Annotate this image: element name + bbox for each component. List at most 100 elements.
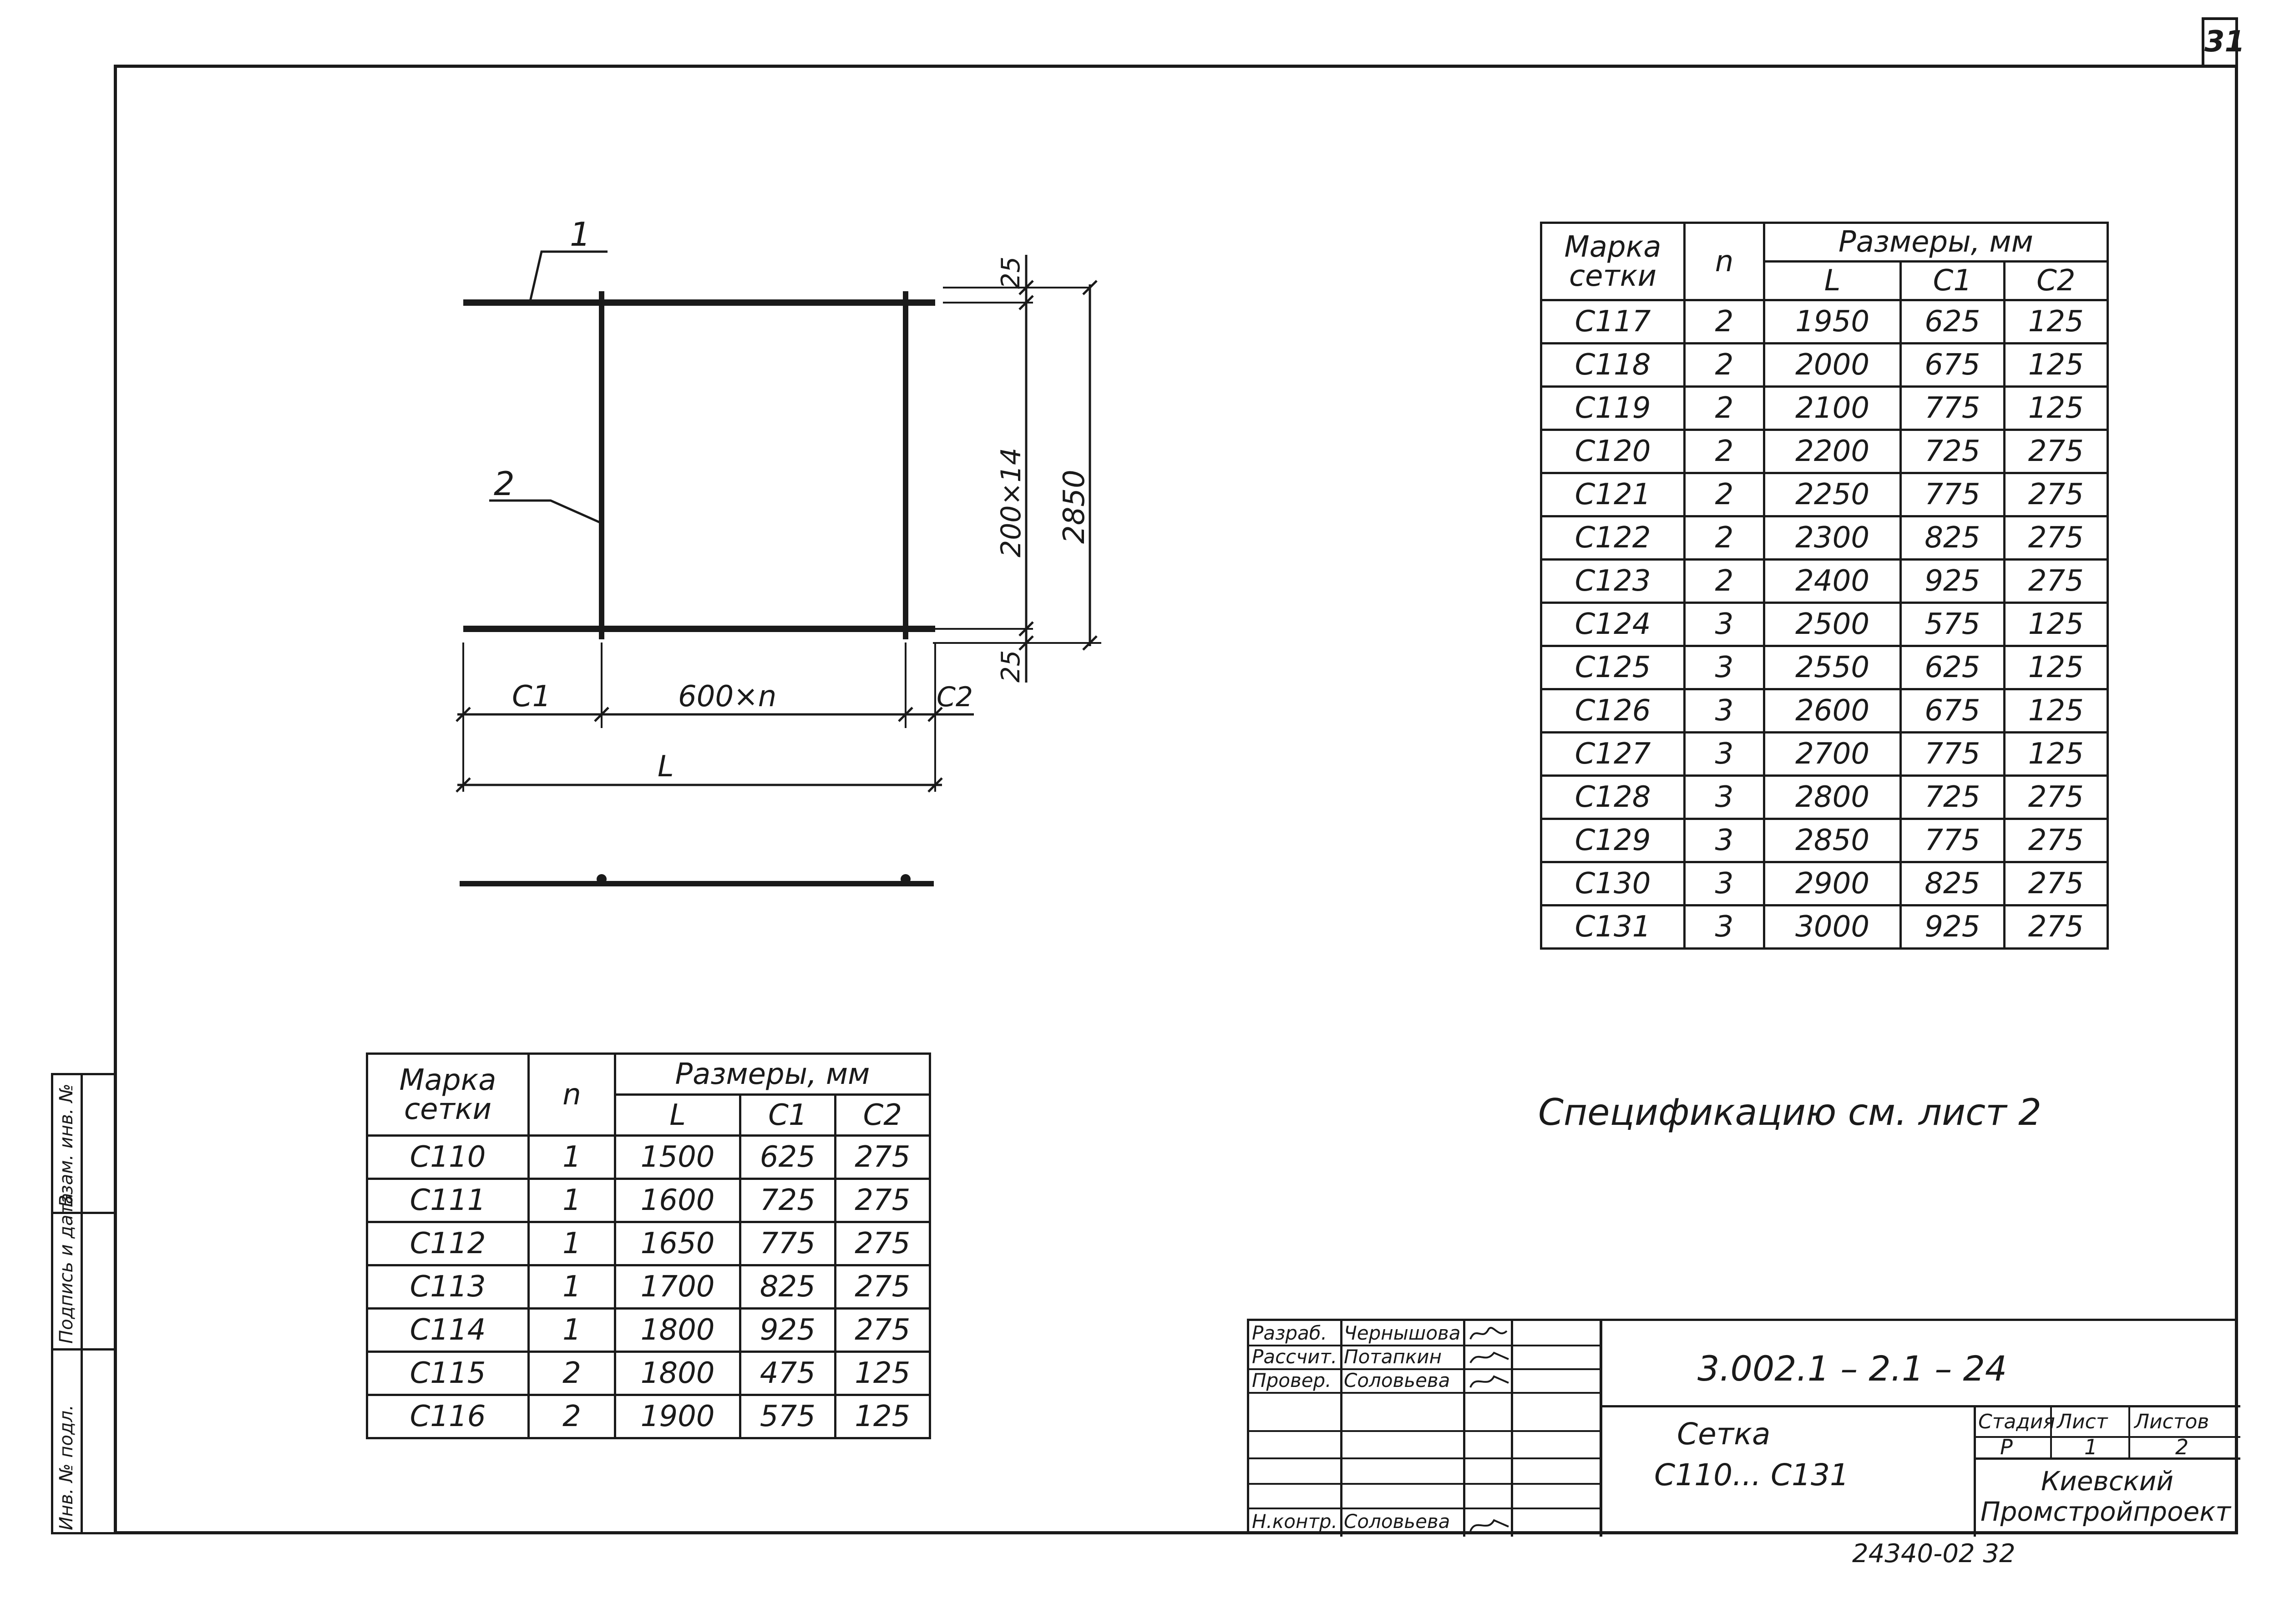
cell-n: 1 <box>527 1264 616 1310</box>
cell-n: 1 <box>527 1134 616 1180</box>
cell-length: 2550 <box>1762 645 1902 690</box>
c2-label: C2 <box>937 681 973 713</box>
cell-n: 2 <box>1683 429 1765 474</box>
cell-c2: 125 <box>2003 731 2109 777</box>
cell-c1: 775 <box>1899 385 2006 431</box>
sheets-label: Листов <box>2134 1410 2209 1433</box>
cell-c1: 625 <box>1899 299 2006 344</box>
cell-n: 1 <box>527 1178 616 1223</box>
cell-mark: С131 <box>1540 904 1686 950</box>
sheet-label: Лист <box>2057 1410 2108 1433</box>
cell-mark: С111 <box>366 1178 530 1223</box>
sub-col-c2: C2 <box>834 1093 932 1137</box>
cell-c2: 275 <box>2003 515 2109 561</box>
col-dims-header: Размеры, мм <box>614 1052 931 1096</box>
height-label: 2850 <box>1058 470 1091 544</box>
cell-c2: 125 <box>2003 299 2109 344</box>
name-checked: Соловьева <box>1344 1369 1450 1391</box>
cell-c2: 125 <box>2003 342 2109 388</box>
cell-c1: 825 <box>1899 861 2006 906</box>
cell-length: 2700 <box>1762 731 1902 777</box>
cell-c1: 775 <box>739 1221 836 1266</box>
cell-length: 2850 <box>1762 818 1902 863</box>
cell-mark: С126 <box>1540 688 1686 734</box>
title-block: Разраб. Рассчит. Провер. Н.контр. Черныш… <box>1247 1319 2240 1537</box>
cell-c2: 275 <box>2003 558 2109 604</box>
cell-c1: 725 <box>739 1178 836 1223</box>
cell-c2: 275 <box>2003 904 2109 950</box>
col-dims-header: Размеры, мм <box>1763 222 2109 263</box>
cell-length: 2100 <box>1762 385 1902 431</box>
cell-n: 3 <box>1683 645 1765 690</box>
cell-mark: С113 <box>366 1264 530 1310</box>
cell-length: 2200 <box>1762 429 1902 474</box>
cell-c1: 475 <box>739 1351 836 1396</box>
cell-c2: 275 <box>2003 472 2109 517</box>
cell-mark: С120 <box>1540 429 1686 474</box>
cell-mark: С122 <box>1540 515 1686 561</box>
cell-length: 2900 <box>1762 861 1902 906</box>
bottom-gap-label: 25 <box>996 650 1026 683</box>
section-rod-right <box>901 874 911 884</box>
col-n-header: n <box>527 1052 616 1137</box>
cell-c1: 675 <box>1899 688 2006 734</box>
role-checked: Провер. <box>1252 1369 1332 1391</box>
cell-mark: С110 <box>366 1134 530 1180</box>
cell-length: 2600 <box>1762 688 1902 734</box>
organization-line-2: Промстройпроект <box>1980 1496 2231 1527</box>
cell-mark: С114 <box>366 1307 530 1353</box>
cell-mark: С127 <box>1540 731 1686 777</box>
cell-c1: 675 <box>1899 342 2006 388</box>
cell-c2: 275 <box>2003 861 2109 906</box>
cell-c1: 775 <box>1899 472 2006 517</box>
cell-length: 1600 <box>613 1178 742 1223</box>
cell-n: 3 <box>1683 602 1765 647</box>
sub-col-c2: C2 <box>2003 260 2109 301</box>
cell-c1: 575 <box>739 1394 836 1439</box>
cell-mark: С112 <box>366 1221 530 1266</box>
cell-mark: С121 <box>1540 472 1686 517</box>
cell-n: 2 <box>1683 385 1765 431</box>
cell-n: 3 <box>1683 861 1765 906</box>
cell-mark: С129 <box>1540 818 1686 863</box>
cell-length: 1700 <box>613 1264 742 1310</box>
cell-c2: 275 <box>834 1134 932 1180</box>
sub-col-c1: C1 <box>739 1093 836 1137</box>
leader-1 <box>529 250 608 302</box>
cell-length: 1800 <box>613 1351 742 1396</box>
cell-c1: 625 <box>739 1134 836 1180</box>
cell-length: 2800 <box>1762 774 1902 820</box>
cell-mark: С125 <box>1540 645 1686 690</box>
role-calculated: Рассчит. <box>1252 1346 1337 1368</box>
approval-sidebar: Инв. № подл. Подпись и дата Взам. инв. № <box>51 1073 114 1534</box>
cell-c1: 625 <box>1899 645 2006 690</box>
cell-c2: 275 <box>834 1264 932 1310</box>
cell-c2: 125 <box>834 1394 932 1439</box>
cell-n: 2 <box>527 1351 616 1396</box>
title-line-2: С110... С131 <box>1654 1457 1849 1492</box>
cell-c2: 275 <box>834 1221 932 1266</box>
cell-mark: С119 <box>1540 385 1686 431</box>
leader-2 <box>489 499 601 524</box>
name-developer: Чернышова <box>1344 1322 1461 1344</box>
sub-col-l: L <box>613 1093 742 1137</box>
cell-mark: С118 <box>1540 342 1686 388</box>
cell-n: 2 <box>1683 558 1765 604</box>
sub-col-l: L <box>1762 260 1902 301</box>
cell-c2: 125 <box>2003 645 2109 690</box>
cell-n: 3 <box>1683 774 1765 820</box>
length-label: L <box>658 750 674 784</box>
sheets-value: 2 <box>2175 1435 2189 1459</box>
col-mark-header: Марка сетки <box>1540 222 1686 301</box>
cell-n: 2 <box>1683 472 1765 517</box>
